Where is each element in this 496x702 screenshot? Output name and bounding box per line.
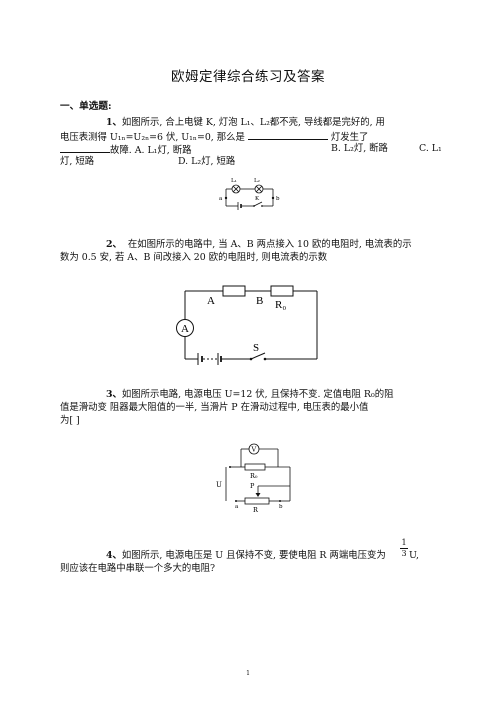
q1-option-b: B. L₂灯, 断路	[331, 143, 388, 154]
q1-answer-blank-2	[60, 143, 110, 153]
q4-number: 4、	[106, 550, 122, 561]
resistor-ab-icon	[222, 285, 246, 297]
q2-line1: 2、 在如图所示的电路中, 当 A、B 两点接入 10 欧的电阻时, 电流表的示	[106, 239, 412, 251]
q1-line2: 电压表测得 U₁ₙ=U₂ₙ=6 伏, U₁ₙ=0, 那么是 灯发生了	[60, 130, 368, 144]
q2-fig-label-r0: R₀	[275, 299, 286, 311]
q1-fig-label-a: a	[219, 196, 223, 202]
rheostat-r-icon	[244, 497, 270, 505]
resistor-r0-icon	[244, 463, 266, 471]
q3-fig-label-b: b	[279, 504, 283, 510]
q1-number: 1、	[106, 117, 122, 128]
q2-circuit-diagram: A B R₀ A S	[176, 285, 318, 365]
q2-fig-label-s: S	[253, 342, 259, 354]
switch-k-icon	[253, 201, 263, 207]
q1-circuit-diagram: L₁ L₂ a b K	[219, 178, 280, 210]
q3-number: 3、	[106, 389, 122, 400]
page-title: 欧姆定律综合练习及答案	[171, 69, 325, 85]
q4-fraction-denominator: 3	[401, 549, 407, 558]
q4-fraction-numerator: 1	[401, 538, 407, 547]
q2-fig-label-b: B	[256, 295, 263, 307]
q1-option-d: D. L₂灯, 短路	[178, 156, 236, 167]
q3-text-1: 如图所示电路, 电源电压 U=12 伏, 且保持不变. 定值电阻 R₀的阻	[121, 389, 394, 400]
q3-fig-label-r: R	[253, 506, 259, 514]
q4-line1: 4、如图所示, 电源电压是 U 且保持不变, 要使电阻 R 两端电压变为	[106, 550, 386, 562]
q2-number: 2、	[106, 239, 122, 250]
q1-line4a: 灯, 短路	[60, 156, 95, 167]
q3-fig-label-a: a	[235, 504, 239, 510]
q1-fig-label-b: b	[276, 196, 280, 202]
q1-text-1: 如图所示, 合上电键 K, 灯泡 L₁、L₂都不亮, 导线都是完好的, 用	[121, 117, 385, 128]
q4-text-1: 如图所示, 电源电压是 U 且保持不变, 要使电阻 R 两端电压变为	[121, 550, 386, 561]
q1-text-2b: 灯发生了	[330, 132, 369, 143]
q1-line1: 1、如图所示, 合上电键 K, 灯泡 L₁、L₂都不亮, 导线都是完好的, 用	[106, 117, 385, 129]
resistor-r0-icon	[270, 285, 294, 297]
q3-fig-label-p: P	[250, 482, 255, 490]
q4-fraction-bar	[400, 548, 408, 549]
q3-circuit-diagram: V R₀ P R U a b	[216, 443, 291, 514]
q1-answer-blank-1	[247, 130, 328, 140]
q3-line2: 值是滑动变 阻器最大阻值的一半, 当滑片 P 在滑动过程中, 电压表的最小值	[60, 402, 369, 413]
section-heading: 一、单选题:	[60, 101, 112, 112]
q1-fig-label-k: K	[255, 196, 260, 202]
q2-fig-label-ammeter: A	[181, 323, 189, 335]
q1-fig-label-l1: L₁	[231, 178, 237, 184]
q3-fig-label-v: V	[251, 446, 257, 454]
switch-s-icon	[250, 352, 266, 360]
page-number: 1	[246, 670, 250, 677]
ammeter-icon	[176, 319, 194, 337]
q3-line3: 为[ ]	[60, 415, 80, 426]
q3-line1: 3、如图所示电路, 电源电压 U=12 伏, 且保持不变. 定值电阻 R₀的阻	[106, 389, 393, 401]
q1-line3: 故障. A. L₁灯, 断路	[60, 143, 192, 157]
q1-option-c: C. L₁	[419, 143, 442, 154]
q1-text-2a: 电压表测得 U₁ₙ=U₂ₙ=6 伏, U₁ₙ=0, 那么是	[60, 132, 245, 143]
q3-fig-label-u: U	[216, 481, 222, 489]
q1-option-a: 故障. A. L₁灯, 断路	[110, 145, 192, 156]
q2-fig-label-a: A	[207, 295, 215, 307]
q3-fig-label-r0: R₀	[250, 472, 258, 480]
q2-line2: 数为 0.5 安, 若 A、B 间改接入 20 欧的电阻时, 则电流表的示数	[60, 252, 328, 263]
q1-fig-label-l2: L₂	[254, 178, 260, 184]
q2-text-1: 在如图所示的电路中, 当 A、B 两点接入 10 欧的电阻时, 电流表的示	[127, 239, 412, 250]
q4-line1-end: U,	[409, 550, 420, 561]
q4-line2: 则应该在电路中串联一个多大的电阻?	[60, 563, 216, 574]
